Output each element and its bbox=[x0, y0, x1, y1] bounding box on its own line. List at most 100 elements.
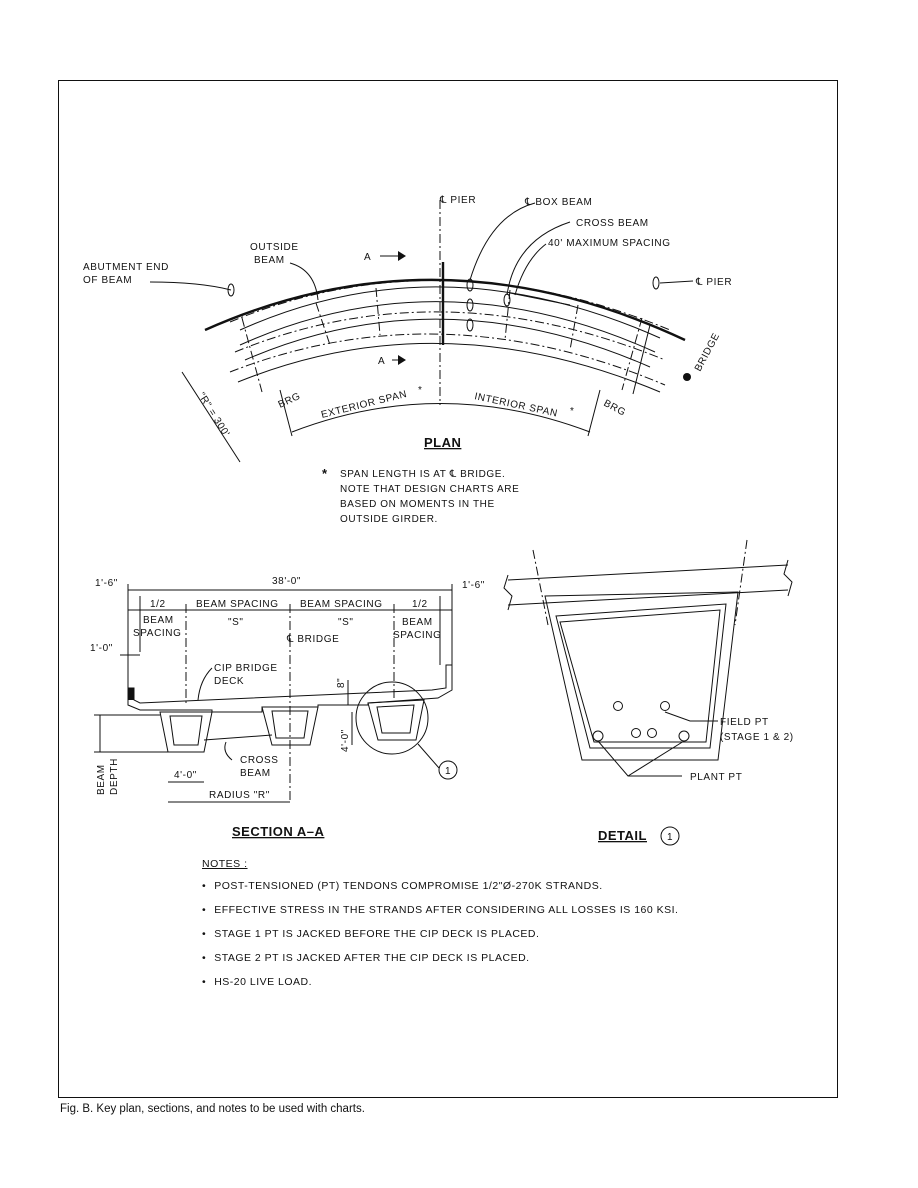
leader-abutment bbox=[149, 281, 232, 291]
label-bridge: BRIDGE bbox=[693, 331, 722, 373]
section-arrow-bottom bbox=[398, 355, 406, 365]
field-pt-2 bbox=[660, 701, 670, 711]
detail-ext-left bbox=[532, 549, 549, 626]
notes-block: NOTES : POST-TENSIONED (PT) TENDONS COMP… bbox=[202, 858, 762, 1000]
label-section-a-bottom: A bbox=[378, 356, 385, 367]
label-s2: "S" bbox=[338, 617, 354, 628]
footnote-asterisk: * bbox=[322, 466, 328, 481]
section-arrow-top bbox=[398, 251, 406, 261]
plan-view: ℄ PIER ℄ BOX BEAM CROSS BEAM 40' MAXIMUM… bbox=[83, 195, 732, 525]
label-beam-spacing-2: BEAM SPACING bbox=[300, 599, 383, 610]
span-ext-right bbox=[587, 389, 601, 437]
box-outer bbox=[544, 591, 739, 761]
deck-top bbox=[507, 564, 789, 581]
box-inner bbox=[559, 609, 721, 743]
label-cip-1: CIP BRIDGE bbox=[214, 663, 278, 674]
cross-beam-1 bbox=[315, 302, 331, 346]
leader-field-pt bbox=[664, 711, 718, 722]
right-end-line-2 bbox=[632, 324, 651, 395]
girder-line-3 bbox=[239, 301, 656, 353]
detail-title: DETAIL bbox=[598, 828, 647, 843]
deck-break-right bbox=[783, 559, 793, 597]
span-dimension-arc bbox=[291, 403, 591, 433]
plan-title: PLAN bbox=[424, 435, 461, 450]
detail-title-circle bbox=[660, 826, 680, 846]
note-item-5: HS-20 LIVE LOAD. bbox=[202, 976, 762, 988]
detail-callout-circle bbox=[355, 681, 429, 755]
spacing-arrow bbox=[509, 292, 571, 306]
footnote-line-2: NOTE THAT DESIGN CHARTS ARE bbox=[340, 484, 519, 495]
footnote-line-3: BASED ON MOMENTS IN THE bbox=[340, 499, 495, 510]
label-overhang-left: 1'-6" bbox=[95, 578, 118, 589]
box-beam-marker-3 bbox=[466, 318, 474, 332]
label-left-beam-2: SPACING bbox=[133, 628, 181, 639]
label-left-beam-1: BEAM bbox=[143, 615, 174, 626]
girder-line-2 bbox=[239, 286, 661, 339]
cross-beam-3 bbox=[504, 289, 511, 341]
note-item-4: STAGE 2 PT IS JACKED AFTER THE CIP DECK … bbox=[202, 952, 762, 964]
cross-beam-line bbox=[203, 734, 273, 741]
label-slab: 8" bbox=[336, 678, 347, 688]
beam-centerline-3 bbox=[229, 333, 666, 386]
bridge-end-dot bbox=[683, 373, 691, 381]
detail-ext-right bbox=[734, 539, 748, 626]
label-cl-pier-right: ℄ PIER bbox=[695, 277, 732, 288]
leader-outside-beam bbox=[289, 262, 319, 301]
note-item-3: STAGE 1 PT IS JACKED BEFORE THE CIP DECK… bbox=[202, 928, 762, 940]
leader-cross-beam bbox=[224, 741, 233, 761]
drawing-frame bbox=[58, 80, 838, 1098]
label-cl-bridge: ℄ BRIDGE bbox=[286, 634, 339, 645]
box-beam-2 bbox=[261, 706, 319, 746]
leader-pier-right bbox=[659, 280, 694, 284]
label-abutment-1: ABUTMENT END bbox=[83, 262, 169, 273]
detail-callout-number: 1 bbox=[445, 766, 451, 777]
asterisk-ext: * bbox=[418, 385, 423, 396]
box-beam-2-void bbox=[271, 710, 309, 739]
section-title: SECTION A–A bbox=[232, 824, 325, 839]
leader-cip bbox=[197, 667, 213, 701]
label-cross-beam-2: BEAM bbox=[240, 768, 271, 779]
cross-beam-marker bbox=[503, 293, 511, 307]
box-beam-1-void bbox=[169, 715, 203, 746]
label-depth: 4'-0" bbox=[340, 729, 351, 752]
box-beam-1 bbox=[159, 711, 213, 753]
label-overhang-right: 1'-6" bbox=[462, 580, 485, 591]
outside-girder-edge bbox=[204, 278, 686, 342]
label-cl-box-beam: ℄ BOX BEAM bbox=[524, 197, 592, 208]
label-outside-2: BEAM bbox=[254, 255, 285, 266]
detail-1: FIELD PT (STAGE 1 & 2) PLANT PT DETAIL 1 bbox=[503, 539, 793, 846]
leader-max-spacing bbox=[514, 243, 547, 296]
girder-line-5 bbox=[237, 342, 661, 393]
label-brg-right: BRG bbox=[602, 398, 628, 419]
label-s1: "S" bbox=[228, 617, 244, 628]
deck-bottom bbox=[507, 589, 789, 606]
field-pt-1 bbox=[613, 701, 623, 711]
detail-title-number: 1 bbox=[667, 832, 673, 843]
section-a-a: 1 1'-6" 1'-6" 38'-0" 1/2 1/2 BEAM SPACIN… bbox=[90, 576, 485, 839]
label-field-pt-1: FIELD PT bbox=[720, 717, 769, 728]
beam-centerline-1 bbox=[229, 280, 671, 331]
leader-plant-pt bbox=[597, 740, 682, 777]
plant-pt-left bbox=[592, 730, 604, 742]
right-pier-marker bbox=[652, 276, 660, 290]
label-half-right: 1/2 bbox=[412, 599, 428, 610]
label-beam-spacing-1: BEAM SPACING bbox=[196, 599, 279, 610]
label-plant-pt: PLANT PT bbox=[690, 772, 742, 783]
figure-caption: Fig. B. Key plan, sections, and notes to… bbox=[60, 1103, 365, 1115]
cross-beam-2 bbox=[375, 287, 381, 336]
label-beam-depth-2: DEPTH bbox=[109, 758, 120, 795]
detail-callout-leader bbox=[417, 743, 440, 769]
field-pt-3 bbox=[631, 728, 641, 738]
label-half-left: 1/2 bbox=[150, 599, 166, 610]
field-pt-4 bbox=[647, 728, 657, 738]
plant-pt-right bbox=[678, 730, 690, 742]
deck-break-left bbox=[503, 574, 513, 611]
left-end-line bbox=[241, 317, 263, 393]
label-cip-2: DECK bbox=[214, 676, 244, 687]
label-cross-beam-1: CROSS bbox=[240, 755, 279, 766]
beam-centerline-2 bbox=[234, 311, 666, 361]
label-outside-1: OUTSIDE bbox=[250, 242, 299, 253]
notes-heading: NOTES : bbox=[202, 858, 248, 870]
leader-box-beam bbox=[469, 202, 536, 281]
